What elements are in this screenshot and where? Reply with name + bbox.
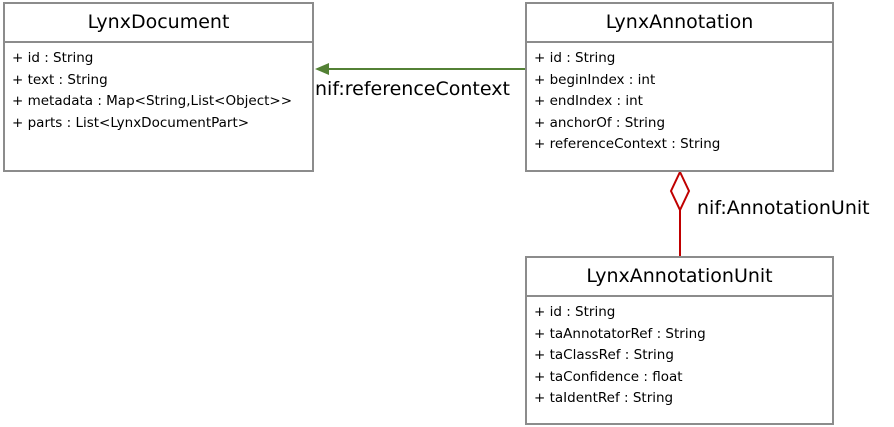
attribute-item: + anchorOf : String bbox=[534, 114, 666, 131]
attribute-item: + id : String bbox=[534, 304, 616, 320]
attribute-item: + text : String bbox=[12, 71, 108, 88]
attribute-item: + metadata : Map<String,List<Object>> bbox=[12, 93, 293, 109]
attribute-item: + taConfidence : float bbox=[534, 368, 683, 385]
reference-context-label: nif:referenceContext bbox=[315, 78, 510, 100]
attribute-item: + beginIndex : int bbox=[534, 71, 656, 88]
attribute-item: + referenceContext : String bbox=[534, 136, 721, 152]
attribute-list: + id : String + text : String + metadata… bbox=[5, 43, 312, 134]
attribute-item: + parts : List<LynxDocumentPart> bbox=[12, 114, 250, 131]
aggregation-diamond bbox=[669, 169, 691, 213]
reference-context-arrowhead bbox=[315, 63, 329, 75]
class-name: LynxAnnotationUnit bbox=[527, 258, 832, 297]
attribute-item: + id : String bbox=[12, 50, 94, 66]
class-name: LynxDocument bbox=[5, 4, 312, 43]
attribute-list: + id : String + beginIndex : int + endIn… bbox=[527, 43, 832, 156]
attribute-item: + taClassRef : String bbox=[534, 347, 674, 363]
attribute-item: + taAnnotatorRef : String bbox=[534, 325, 706, 342]
class-lynx-annotation: LynxAnnotation + id : String + beginInde… bbox=[525, 2, 834, 172]
class-name: LynxAnnotation bbox=[527, 4, 832, 43]
attribute-item: + taIdentRef : String bbox=[534, 390, 674, 406]
class-lynx-document: LynxDocument + id : String + text : Stri… bbox=[3, 2, 314, 172]
annotation-unit-label: nif:AnnotationUnit bbox=[697, 197, 870, 219]
attribute-item: + endIndex : int bbox=[534, 93, 643, 109]
class-lynx-annotation-unit: LynxAnnotationUnit + id : String + taAnn… bbox=[525, 256, 834, 425]
attribute-item: + id : String bbox=[534, 50, 616, 66]
attribute-list: + id : String + taAnnotatorRef : String … bbox=[527, 297, 832, 410]
